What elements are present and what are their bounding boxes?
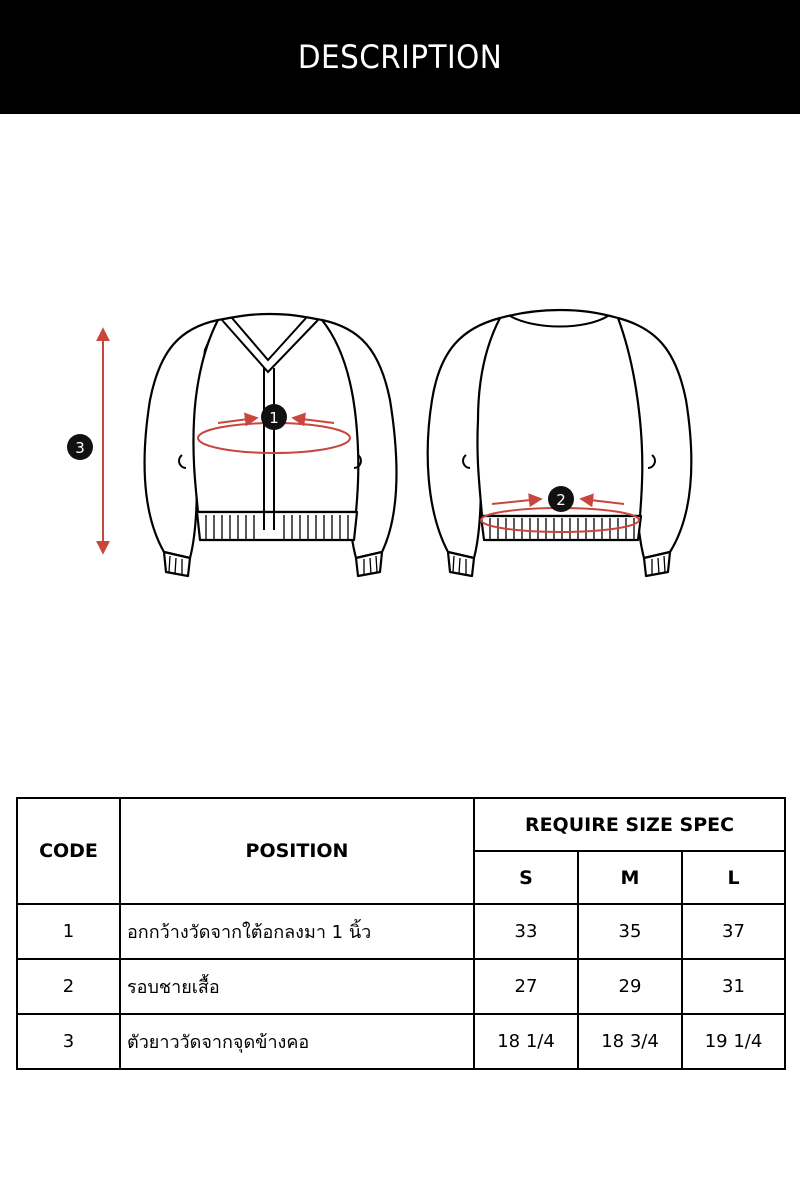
row-size-s: 18 1/4	[473, 1013, 579, 1070]
size-spec-table: CODE POSITION REQUIRE SIZE SPEC S M L 1 …	[16, 797, 787, 1070]
header-position: POSITION	[119, 797, 475, 905]
table-row: 3 ตัวยาววัดจากจุดข้างคอ 18 1/4 18 3/4 19…	[16, 1013, 787, 1070]
header-size-s: S	[473, 850, 579, 905]
marker-1: 1	[261, 404, 287, 430]
row-size-s: 33	[473, 903, 579, 960]
row-code: 2	[16, 958, 121, 1015]
row-position: ตัวยาววัดจากจุดข้างคอ	[119, 1013, 475, 1070]
garment-diagram: 1 3 2	[0, 290, 800, 610]
marker-3: 3	[67, 434, 93, 460]
svg-text:2: 2	[556, 491, 566, 509]
header-size-m: M	[577, 850, 683, 905]
row-size-m: 29	[577, 958, 683, 1015]
row-size-l: 19 1/4	[680, 1013, 787, 1070]
row-position: รอบชายเสื้อ	[119, 958, 475, 1015]
table-row: 1 อกกว้างวัดจากใต้อกลงมา 1 นิ้ว 33 35 37	[16, 903, 787, 960]
header-size-l: L	[680, 850, 787, 905]
svg-text:3: 3	[75, 439, 85, 457]
back-hem-band	[479, 514, 643, 542]
header-code: CODE	[16, 797, 121, 905]
header-bar: DESCRIPTION	[0, 0, 800, 114]
row-size-s: 27	[473, 958, 579, 1015]
row-size-l: 31	[680, 958, 787, 1015]
header-require-size-spec: REQUIRE SIZE SPEC	[472, 797, 787, 852]
svg-text:1: 1	[269, 409, 279, 427]
back-view	[426, 308, 693, 578]
row-size-m: 18 3/4	[577, 1013, 683, 1070]
row-position: อกกว้างวัดจากใต้อกลงมา 1 นิ้ว	[119, 903, 475, 960]
marker-2: 2	[548, 486, 574, 512]
row-code: 3	[16, 1013, 121, 1070]
back-body	[476, 308, 644, 518]
front-hem-band	[195, 510, 359, 542]
front-view	[143, 312, 398, 578]
row-size-m: 35	[577, 903, 683, 960]
row-code: 1	[16, 903, 121, 960]
page-title: DESCRIPTION	[297, 38, 503, 76]
table-row: 2 รอบชายเสื้อ 27 29 31	[16, 958, 787, 1015]
row-size-l: 37	[680, 903, 787, 960]
